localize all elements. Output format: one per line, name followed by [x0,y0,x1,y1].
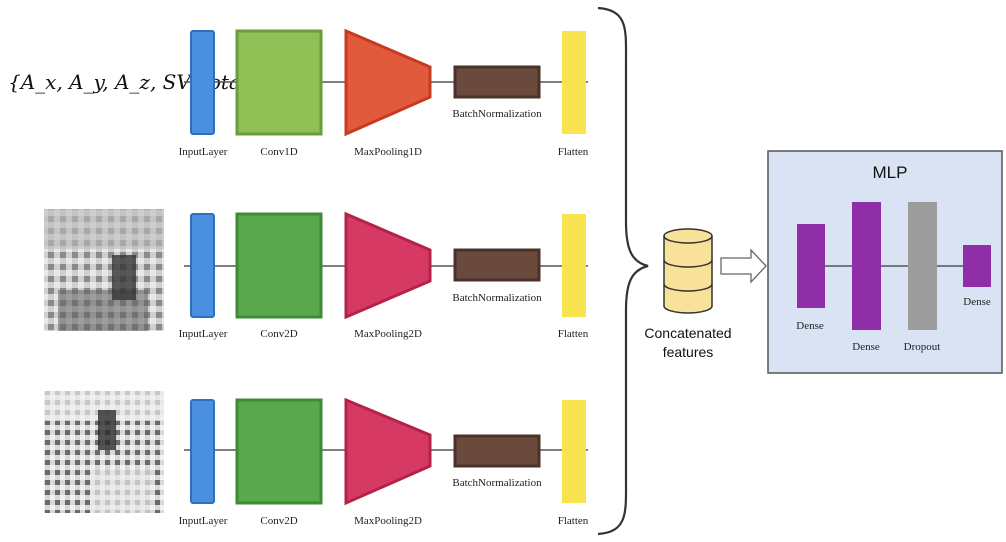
mlp-panel: MLP Dense Dense Dropout Dense [767,150,1003,374]
dropout-block [908,202,937,330]
dense-block-2 [852,202,881,330]
pool-label: MaxPooling1D [354,146,422,158]
input-image-2 [44,391,164,513]
input-layer-label: InputLayer [179,146,228,158]
flatten-block [562,214,586,317]
batchnorm-label: BatchNormalization [452,108,542,120]
pool-block [344,211,432,320]
conv-label: Conv1D [260,146,297,158]
row-image-2: InputLayer Conv2D MaxPooling2D BatchNorm… [44,391,589,527]
flatten-block [562,31,586,134]
dense-block-3 [963,245,991,287]
input-layer-label: InputLayer [179,515,228,527]
dense-label-2: Dense [852,341,880,353]
dropout-label: Dropout [904,341,941,353]
input-layer-block [190,213,215,318]
concat-database-icon [663,228,713,314]
conv-label: Conv2D [260,328,297,340]
batchnorm-label: BatchNormalization [452,292,542,304]
conv-label: Conv2D [260,515,297,527]
input-image-1 [44,209,164,331]
batchnorm-label: BatchNormalization [452,477,542,489]
flatten-label: Flatten [558,328,589,340]
batchnorm-block [453,248,541,282]
flatten-label: Flatten [558,515,589,527]
input-layer-block [190,399,215,504]
conv-block [235,29,323,136]
merge-brace [597,6,649,536]
dense-label-3: Dense [963,296,991,308]
dense-label-1: Dense [796,320,824,332]
conv-block [235,212,323,319]
pool-label: MaxPooling2D [354,515,422,527]
batchnorm-block [453,65,541,99]
arrow-right-icon [720,248,767,284]
pool-block [344,28,432,137]
pool-label: MaxPooling2D [354,328,422,340]
flatten-label: Flatten [558,146,589,158]
pool-block [344,397,432,506]
row-image-1: InputLayer Conv2D MaxPooling2D BatchNorm… [44,209,589,340]
mlp-title: MLP [873,163,908,182]
concat-label-line1: Concatenated [644,325,731,341]
conv-block [235,398,323,505]
row-sensor: {A_x, A_y, A_z, SV_total} InputLayer Con… [8,28,589,158]
flatten-block [562,400,586,503]
input-layer-label: InputLayer [179,328,228,340]
dense-block-1 [797,224,825,308]
concat-label-line2: features [663,344,714,360]
input-layer-block [190,30,215,135]
batchnorm-block [453,434,541,468]
